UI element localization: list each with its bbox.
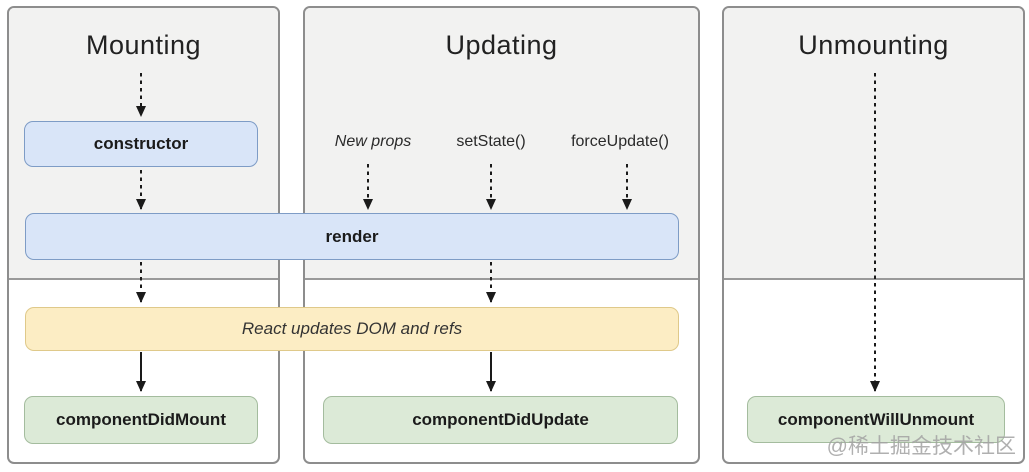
panel-title-unmounting: Unmounting	[798, 30, 949, 60]
node-component-did-update: componentDidUpdate	[323, 396, 678, 444]
watermark: @稀土掘金技术社区	[826, 435, 1016, 458]
trigger-label-setstate: setState()	[456, 133, 526, 150]
trigger-label-forceupdate: forceUpdate()	[571, 133, 669, 150]
node-render: render	[25, 213, 679, 260]
panel-unmounting-render-phase-region	[724, 8, 1023, 280]
node-component-did-mount: componentDidMount	[24, 396, 258, 444]
node-constructor: constructor	[24, 121, 258, 167]
panel-title-mounting: Mounting	[85, 30, 202, 60]
node-component-will-unmount: componentWillUnmount	[747, 396, 1005, 443]
panel-title-updating: Updating	[445, 30, 558, 60]
trigger-label-new-props: New props	[334, 133, 412, 150]
node-react-updates-dom-and-refs: React updates DOM and refs	[25, 307, 679, 351]
